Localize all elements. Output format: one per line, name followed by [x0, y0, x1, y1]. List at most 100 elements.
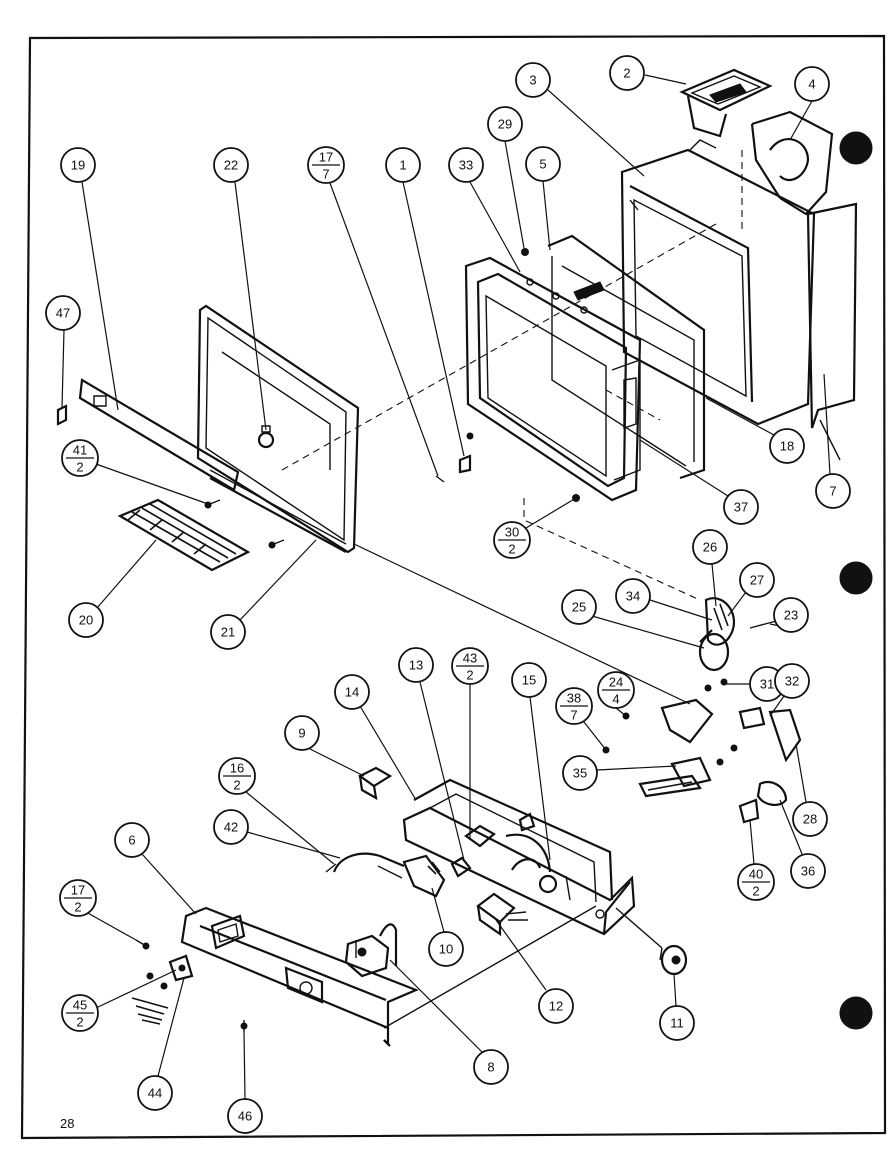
callout-12-label: 12	[549, 999, 563, 1014]
part-19-trim	[78, 378, 240, 492]
callout-16-2: 16 2	[218, 757, 335, 865]
callout-34: 34	[615, 578, 713, 621]
callout-12: 12	[495, 919, 574, 1024]
callout-38-7-label: 38	[567, 691, 581, 706]
callout-25-label: 25	[572, 600, 586, 615]
callout-45-2-sub: 2	[76, 1015, 83, 1030]
callout-29-label: 29	[498, 117, 512, 132]
callout-18: 18	[705, 397, 805, 464]
callout-38-7: 38 7	[555, 687, 607, 751]
callout-24-4-sub: 4	[612, 692, 619, 707]
callout-15-label: 15	[522, 673, 536, 688]
callout-25: 25	[561, 589, 705, 649]
part-3-housing	[620, 139, 816, 426]
callout-10: 10	[428, 887, 464, 967]
callout-44-label: 44	[148, 1086, 162, 1101]
callout-5-label: 5	[539, 157, 546, 172]
page-number: 28	[60, 1116, 74, 1131]
callout-46: 46	[227, 1031, 263, 1134]
callout-16-2-sub: 2	[233, 778, 240, 793]
small-fasteners-upper	[435, 248, 580, 502]
callout-30-2-label: 30	[505, 525, 519, 540]
callout-27: 27	[727, 562, 775, 617]
part-21-front-panel	[196, 304, 360, 554]
callout-17-2-sub: 2	[74, 900, 81, 915]
callout-22: 22	[213, 147, 267, 431]
callout-20: 20	[68, 539, 157, 638]
binder-hole-middle	[839, 561, 873, 595]
part-47-clip	[56, 404, 68, 426]
callout-40-2: 40 2	[737, 819, 775, 901]
callout-5: 5	[525, 146, 561, 251]
callout-3: 3	[515, 62, 645, 177]
part-5-gasket	[547, 234, 706, 480]
callout-8-label: 8	[487, 1060, 494, 1075]
callout-42: 42	[213, 809, 341, 859]
callout-17-2: 17 2	[59, 879, 137, 941]
callout-21: 21	[210, 539, 317, 650]
callout-27-label: 27	[750, 573, 764, 588]
part-7-side-panel	[806, 202, 858, 461]
callout-7-label: 7	[829, 484, 836, 499]
callout-26-label: 26	[703, 540, 717, 555]
callout-19-label: 19	[71, 158, 85, 173]
callout-36: 36	[779, 799, 826, 889]
callout-6-label: 6	[128, 833, 135, 848]
callout-37: 37	[639, 439, 759, 525]
damper-assembly	[602, 698, 802, 824]
callout-13-label: 13	[409, 658, 423, 673]
callout-47-label: 47	[56, 306, 70, 321]
callout-24-4: 24 4	[597, 671, 635, 717]
callout-30-2-sub: 2	[508, 542, 515, 557]
callout-29: 29	[487, 106, 525, 249]
callout-6: 6	[114, 822, 197, 915]
callout-35-label: 35	[573, 766, 587, 781]
screws-front	[204, 499, 285, 549]
callout-1-label: 1	[399, 158, 406, 173]
part-8-plug	[344, 923, 398, 978]
callout-17-7-sub: 7	[322, 167, 329, 182]
callout-3-label: 3	[529, 73, 536, 88]
part-10-connector	[325, 852, 446, 898]
callout-36-label: 36	[801, 864, 815, 879]
binder-hole-top	[839, 131, 873, 165]
callout-17-7: 17 7	[307, 146, 439, 477]
callout-42-label: 42	[224, 820, 238, 835]
callout-30-2: 30 2	[493, 497, 577, 559]
part-20-grille	[117, 498, 251, 572]
part-22-bulb	[257, 425, 275, 449]
callout-15: 15	[511, 662, 551, 861]
callout-41-2-label: 41	[73, 443, 87, 458]
callout-47: 47	[45, 295, 81, 409]
callout-17-2-label: 17	[71, 883, 85, 898]
part-4-chute	[750, 110, 834, 216]
binder-hole-bottom	[839, 996, 873, 1030]
callout-43-2: 43 2	[451, 647, 489, 840]
callout-20-label: 20	[79, 613, 93, 628]
callout-37-label: 37	[734, 500, 748, 515]
callout-38-7-sub: 7	[570, 708, 577, 723]
callout-16-2-label: 16	[230, 761, 244, 776]
callout-10-label: 10	[439, 942, 453, 957]
callout-32: 32	[769, 663, 810, 717]
callout-46-label: 46	[238, 1109, 252, 1124]
callout-26: 26	[692, 529, 728, 607]
callout-11-label: 11	[670, 1016, 684, 1031]
callout-31-label: 31	[760, 677, 774, 692]
callout-45-2-label: 45	[73, 998, 87, 1013]
callout-41-2: 41 2	[61, 439, 209, 505]
part-33-door-frame	[464, 256, 642, 502]
callout-9-label: 9	[298, 726, 305, 741]
callout-17-7-label: 17	[319, 150, 333, 165]
callout-41-2-sub: 2	[76, 460, 83, 475]
part-12-relay	[476, 892, 528, 937]
callout-8: 8	[389, 959, 509, 1085]
part-6-control-panel	[180, 906, 419, 1047]
callout-40-2-label: 40	[749, 867, 763, 882]
callout-32-label: 32	[785, 674, 799, 689]
lower-fasteners	[131, 939, 248, 1032]
callout-28-label: 28	[803, 812, 817, 827]
callout-13: 13	[398, 647, 465, 861]
